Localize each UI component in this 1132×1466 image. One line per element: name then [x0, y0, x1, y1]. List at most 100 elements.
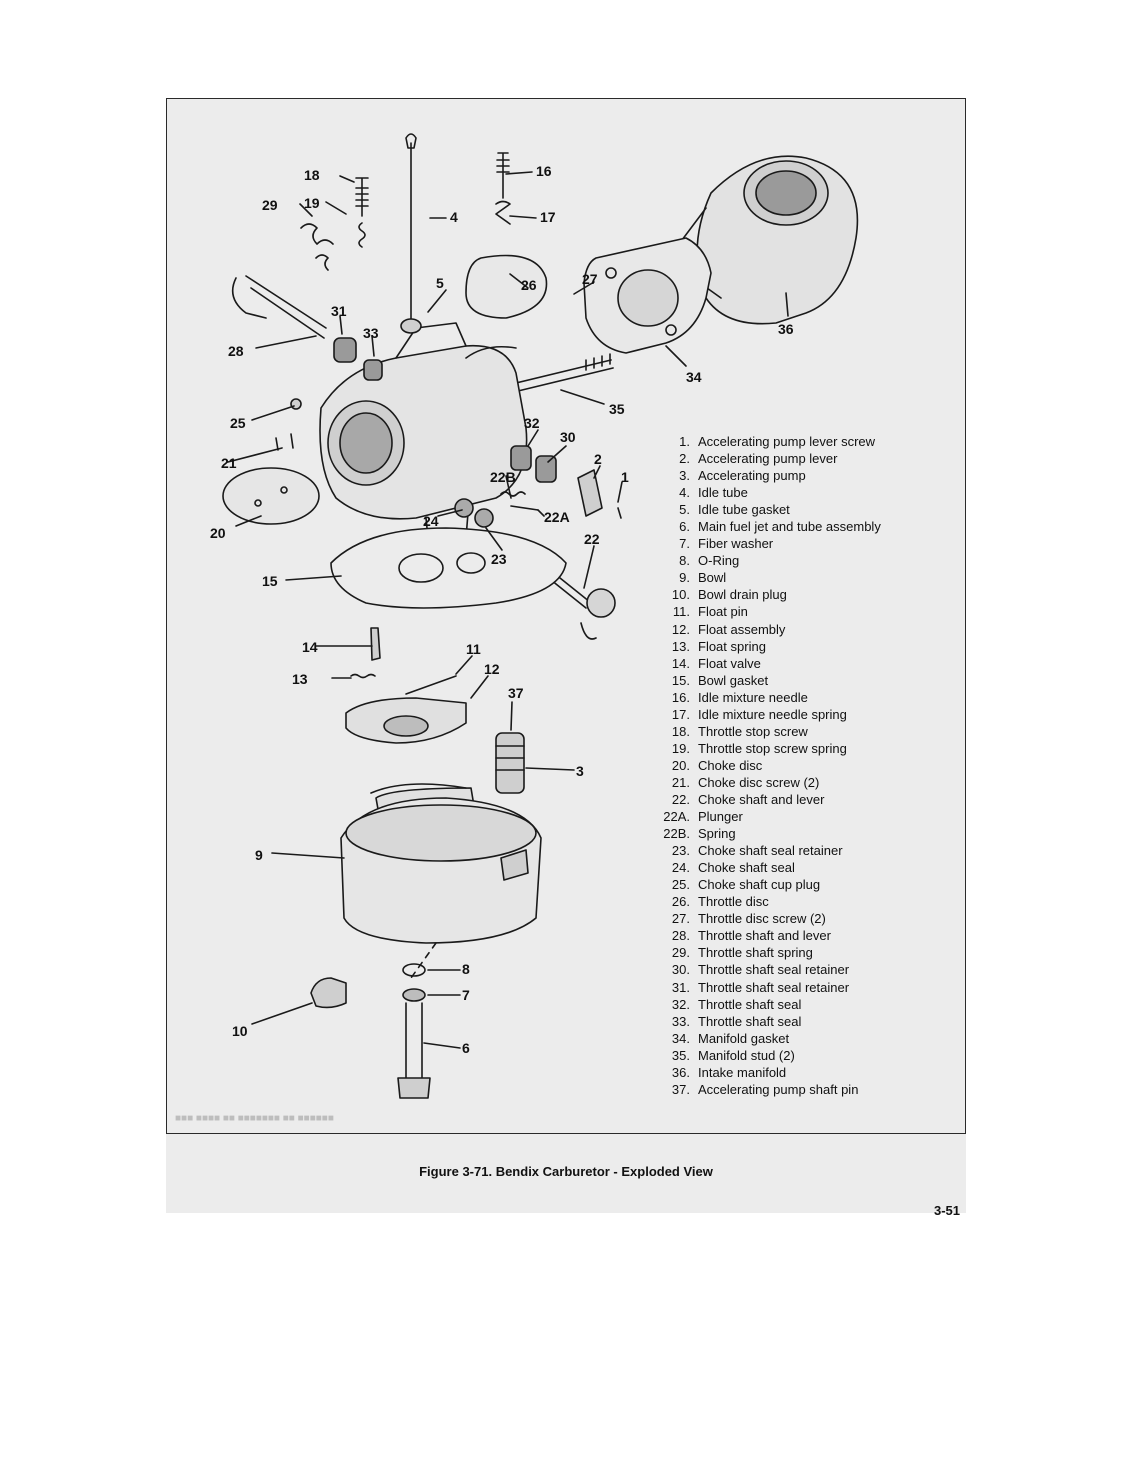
legend-item-label: Throttle shaft and lever — [698, 928, 831, 944]
legend-item-label: Choke disc screw (2) — [698, 774, 820, 790]
callout: 17 — [540, 209, 556, 225]
legend-item: 5.Idle tube gasket — [652, 501, 952, 518]
legend-item-label: Bowl drain plug — [698, 587, 787, 603]
legend-item-label: Choke shaft seal retainer — [698, 843, 843, 859]
legend-item-number: 12. — [671, 621, 690, 637]
callout: 25 — [230, 415, 246, 431]
callout: 31 — [331, 303, 347, 319]
legend-item: 22. Choke shaft and lever — [652, 791, 952, 808]
legend-item: 32.Throttle shaft seal — [652, 996, 952, 1013]
legend-item-label: Float spring — [698, 638, 766, 654]
legend-item: 12.Float assembly — [652, 621, 952, 638]
legend-item-label: Spring — [698, 826, 736, 842]
legend-item-number: 9. — [679, 570, 690, 586]
legend-item-label: Idle tube — [698, 485, 748, 501]
legend-item: 21.Choke disc screw (2) — [652, 774, 952, 791]
legend-item-number: 24. — [671, 860, 690, 876]
callout: 10 — [232, 1023, 248, 1039]
legend-item: 22A.Plunger — [652, 808, 952, 825]
legend-item: 20.Choke disc — [652, 757, 952, 774]
legend-item: 37.Accelerating pump shaft pin — [652, 1081, 952, 1098]
legend-item: 33.Throttle shaft seal — [652, 1013, 952, 1030]
callout: 18 — [304, 167, 320, 183]
legend-item: 23.Choke shaft seal retainer — [652, 842, 952, 859]
callout-labels: 18 16 29 19 4 17 5 26 27 31 33 28 36 34 … — [210, 163, 794, 1056]
callout: 9 — [255, 847, 263, 863]
callout: 21 — [221, 455, 237, 471]
legend-item-label: Throttle stop screw spring — [698, 740, 847, 756]
legend-item-label: Throttle disc — [698, 894, 769, 910]
callout: 28 — [228, 343, 244, 359]
callout: 24 — [423, 513, 439, 529]
legend-item-label: Throttle disc screw (2) — [698, 911, 826, 927]
legend-item: 35.Manifold stud (2) — [652, 1047, 952, 1064]
callout: 11 — [466, 641, 481, 657]
legend-item-number: 7. — [679, 536, 690, 552]
callout: 35 — [609, 401, 625, 417]
callout: 16 — [536, 163, 552, 179]
legend-item-number: 2. — [679, 451, 690, 467]
carburetor-exploded-drawing: 18 16 29 19 4 17 5 26 27 31 33 28 36 34 … — [210, 133, 859, 1099]
callout: 19 — [304, 195, 320, 211]
legend-item-number: 28. — [671, 928, 690, 944]
legend-item: 9. Bowl — [652, 569, 952, 586]
legend-item-label: Float valve — [698, 655, 761, 671]
callout: 27 — [582, 271, 598, 287]
legend-item-label: Bowl — [698, 570, 727, 586]
legend-item-number: 14. — [671, 655, 690, 671]
legend-item-number: 27. — [671, 911, 690, 927]
legend-item-number: 16. — [671, 689, 690, 705]
callout: 13 — [292, 671, 308, 687]
legend-item-number: 6. — [679, 519, 690, 535]
callout: 20 — [210, 525, 226, 541]
callout: 22A — [544, 509, 570, 525]
legend-item: 10.Bowl drain plug — [652, 586, 952, 603]
legend-item-number: 17. — [671, 706, 690, 722]
legend-item-number: 25. — [671, 877, 690, 893]
callout: 7 — [462, 987, 470, 1003]
legend-item-label: Manifold gasket — [698, 1030, 790, 1046]
legend-item-label: Choke shaft seal — [698, 860, 795, 876]
legend-item-label: Accelerating pump — [698, 468, 806, 484]
legend-item: 34. Manifold gasket — [652, 1030, 952, 1047]
legend-item: 3.Accelerating pump — [652, 467, 952, 484]
legend-item-label: Choke shaft and lever — [698, 791, 825, 807]
legend-item: 8. O-Ring — [652, 552, 952, 569]
legend-item-label: O-Ring — [698, 553, 740, 569]
legend-item-number: 34. — [671, 1030, 690, 1046]
legend-item-number: 36. — [671, 1064, 690, 1080]
legend-item: 29.Throttle shaft spring — [652, 944, 952, 961]
legend-item-number: 1. — [679, 434, 690, 449]
legend-item-number: 33. — [671, 1013, 690, 1029]
legend-item-number: 11. — [672, 604, 690, 620]
legend-item: 22B.Spring — [652, 825, 952, 842]
legend-item: 27. Throttle disc screw (2) — [652, 910, 952, 927]
legend-item: 15.Bowl gasket — [652, 672, 952, 689]
callout: 23 — [491, 551, 507, 567]
callout: 1 — [621, 469, 629, 485]
legend-item: 6. Main fuel jet and tube assembly — [652, 518, 952, 535]
callout: 6 — [462, 1040, 470, 1056]
legend-item: 7.Fiber washer — [652, 535, 952, 552]
legend-item-number: 22. — [671, 791, 690, 807]
legend-item-label: Manifold stud (2) — [698, 1047, 795, 1063]
legend-item-number: 13. — [671, 638, 690, 654]
callout: 14 — [302, 639, 318, 655]
callout: 22 — [584, 531, 600, 547]
legend-item-label: Plunger — [698, 809, 743, 825]
figure-caption: Figure 3-71. Bendix Carburetor - Explode… — [419, 1164, 713, 1179]
legend-item: 26.Throttle disc — [652, 893, 952, 910]
legend-item: 16.Idle mixture needle — [652, 689, 952, 706]
legend-item-number: 4. — [679, 485, 690, 501]
legend-item-number: 37. — [671, 1081, 690, 1097]
show-through-text-left: ■■■ ■■■■ ■■ ■■■■■■■ ■■ ■■■■■■ — [175, 1113, 334, 1124]
legend-item-label: Throttle stop screw — [698, 723, 808, 739]
legend-item-label: Main fuel jet and tube assembly — [698, 519, 881, 535]
callout: 4 — [450, 209, 458, 225]
legend-item-number: 8. — [679, 553, 690, 569]
legend-item-label: Idle mixture needle spring — [698, 706, 847, 722]
legend-item-number: 31. — [671, 979, 690, 995]
callout: 3 — [576, 763, 584, 779]
legend-item-label: Intake manifold — [698, 1064, 787, 1080]
